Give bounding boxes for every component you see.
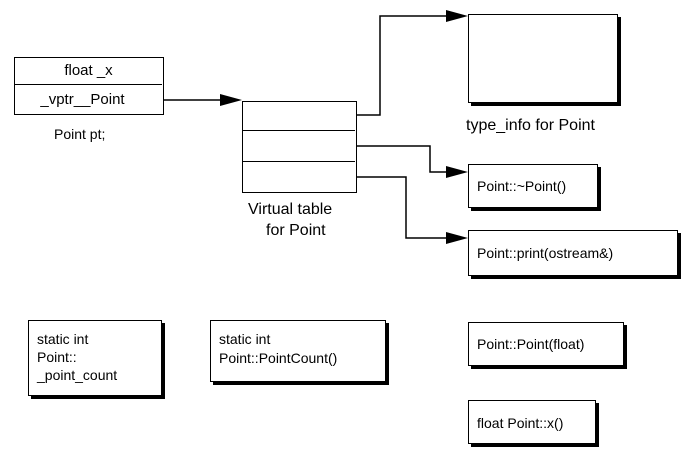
- slot2-to-print-line: [342, 176, 450, 239]
- object-caption: Point pt;: [54, 126, 106, 142]
- member-float-x: float _x: [15, 58, 162, 85]
- print-box: Point::print(ostream&): [468, 230, 678, 276]
- print-label: Point::print(ostream&): [477, 245, 614, 261]
- vtable-caption-line1: Virtual table: [248, 201, 333, 218]
- arrowhead-print: [446, 232, 468, 244]
- destructor-label: Point::~Point(): [477, 178, 567, 194]
- static-pointcount-fn-box: static int Point::PointCount(): [210, 320, 386, 382]
- destructor-box: Point::~Point(): [468, 164, 598, 208]
- static-pointcount-fn-line1: static int: [219, 331, 271, 347]
- vtable-slot-1: [243, 131, 355, 162]
- static-point-count-line3: _point_count: [37, 367, 118, 383]
- arrowhead-vtable: [220, 94, 242, 106]
- virtual-table: [242, 101, 357, 193]
- static-point-count-line2: Point::: [37, 349, 77, 365]
- accessor-x-label: float Point::x(): [477, 415, 564, 431]
- arrowhead-typeinfo: [446, 10, 468, 22]
- slot0-to-typeinfo-line: [342, 15, 450, 116]
- slot1-to-destructor-line: [342, 145, 450, 173]
- vtable-slot-2: [243, 162, 355, 191]
- type-info-caption: type_info for Point: [466, 117, 595, 134]
- vtable-slot-0: [243, 102, 355, 131]
- arrowhead-destructor: [446, 166, 468, 178]
- constructor-label: Point::Point(float): [477, 336, 585, 352]
- vtable-caption-line2: for Point: [266, 222, 326, 239]
- static-pointcount-fn-line2: Point::PointCount(): [219, 350, 338, 366]
- member-vptr: _vptr__Point: [40, 91, 125, 108]
- static-point-count-line1: static int: [37, 331, 89, 347]
- static-point-count-box: static int Point:: _point_count: [28, 320, 162, 396]
- point-object-box: float _x _vptr__Point: [14, 57, 164, 115]
- accessor-x-box: float Point::x(): [468, 400, 596, 444]
- constructor-box: Point::Point(float): [468, 322, 624, 366]
- type-info-box: [468, 14, 618, 103]
